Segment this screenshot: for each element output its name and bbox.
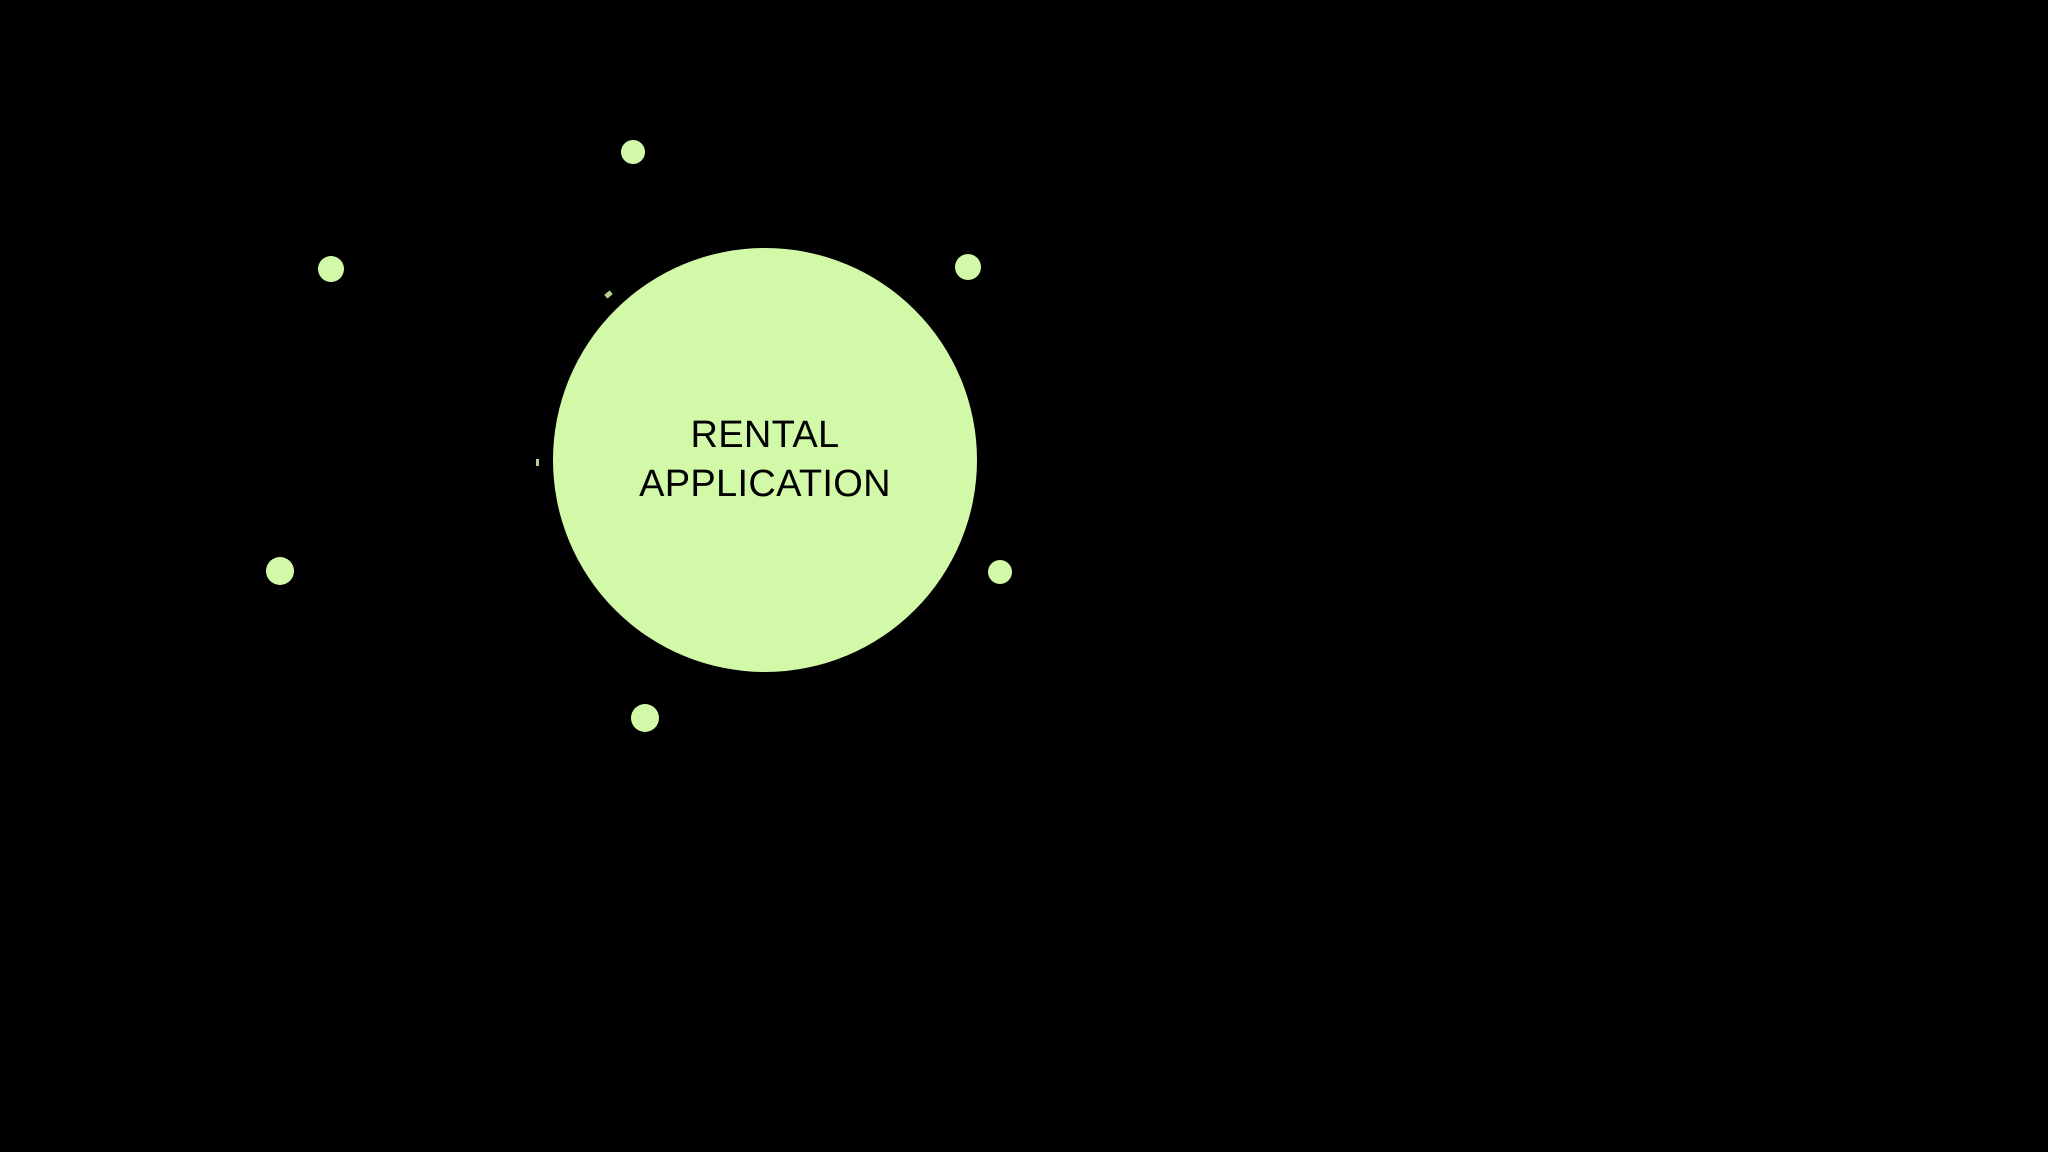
hub-circle-rental-application[interactable]: RENTAL APPLICATION <box>553 248 977 672</box>
satellite-lower-left[interactable] <box>266 557 294 585</box>
satellite-bottom[interactable] <box>631 704 659 732</box>
satellite-upper-right[interactable] <box>955 254 981 280</box>
tick-mid-left-edge <box>536 459 539 466</box>
tick-upper-left-edge <box>604 290 613 299</box>
hub-label-line-2: APPLICATION <box>639 463 891 505</box>
satellite-upper-left[interactable] <box>318 256 344 282</box>
satellite-top[interactable] <box>621 140 645 164</box>
satellite-lower-right[interactable] <box>988 560 1012 584</box>
hub-label-line-1: RENTAL <box>690 414 840 457</box>
